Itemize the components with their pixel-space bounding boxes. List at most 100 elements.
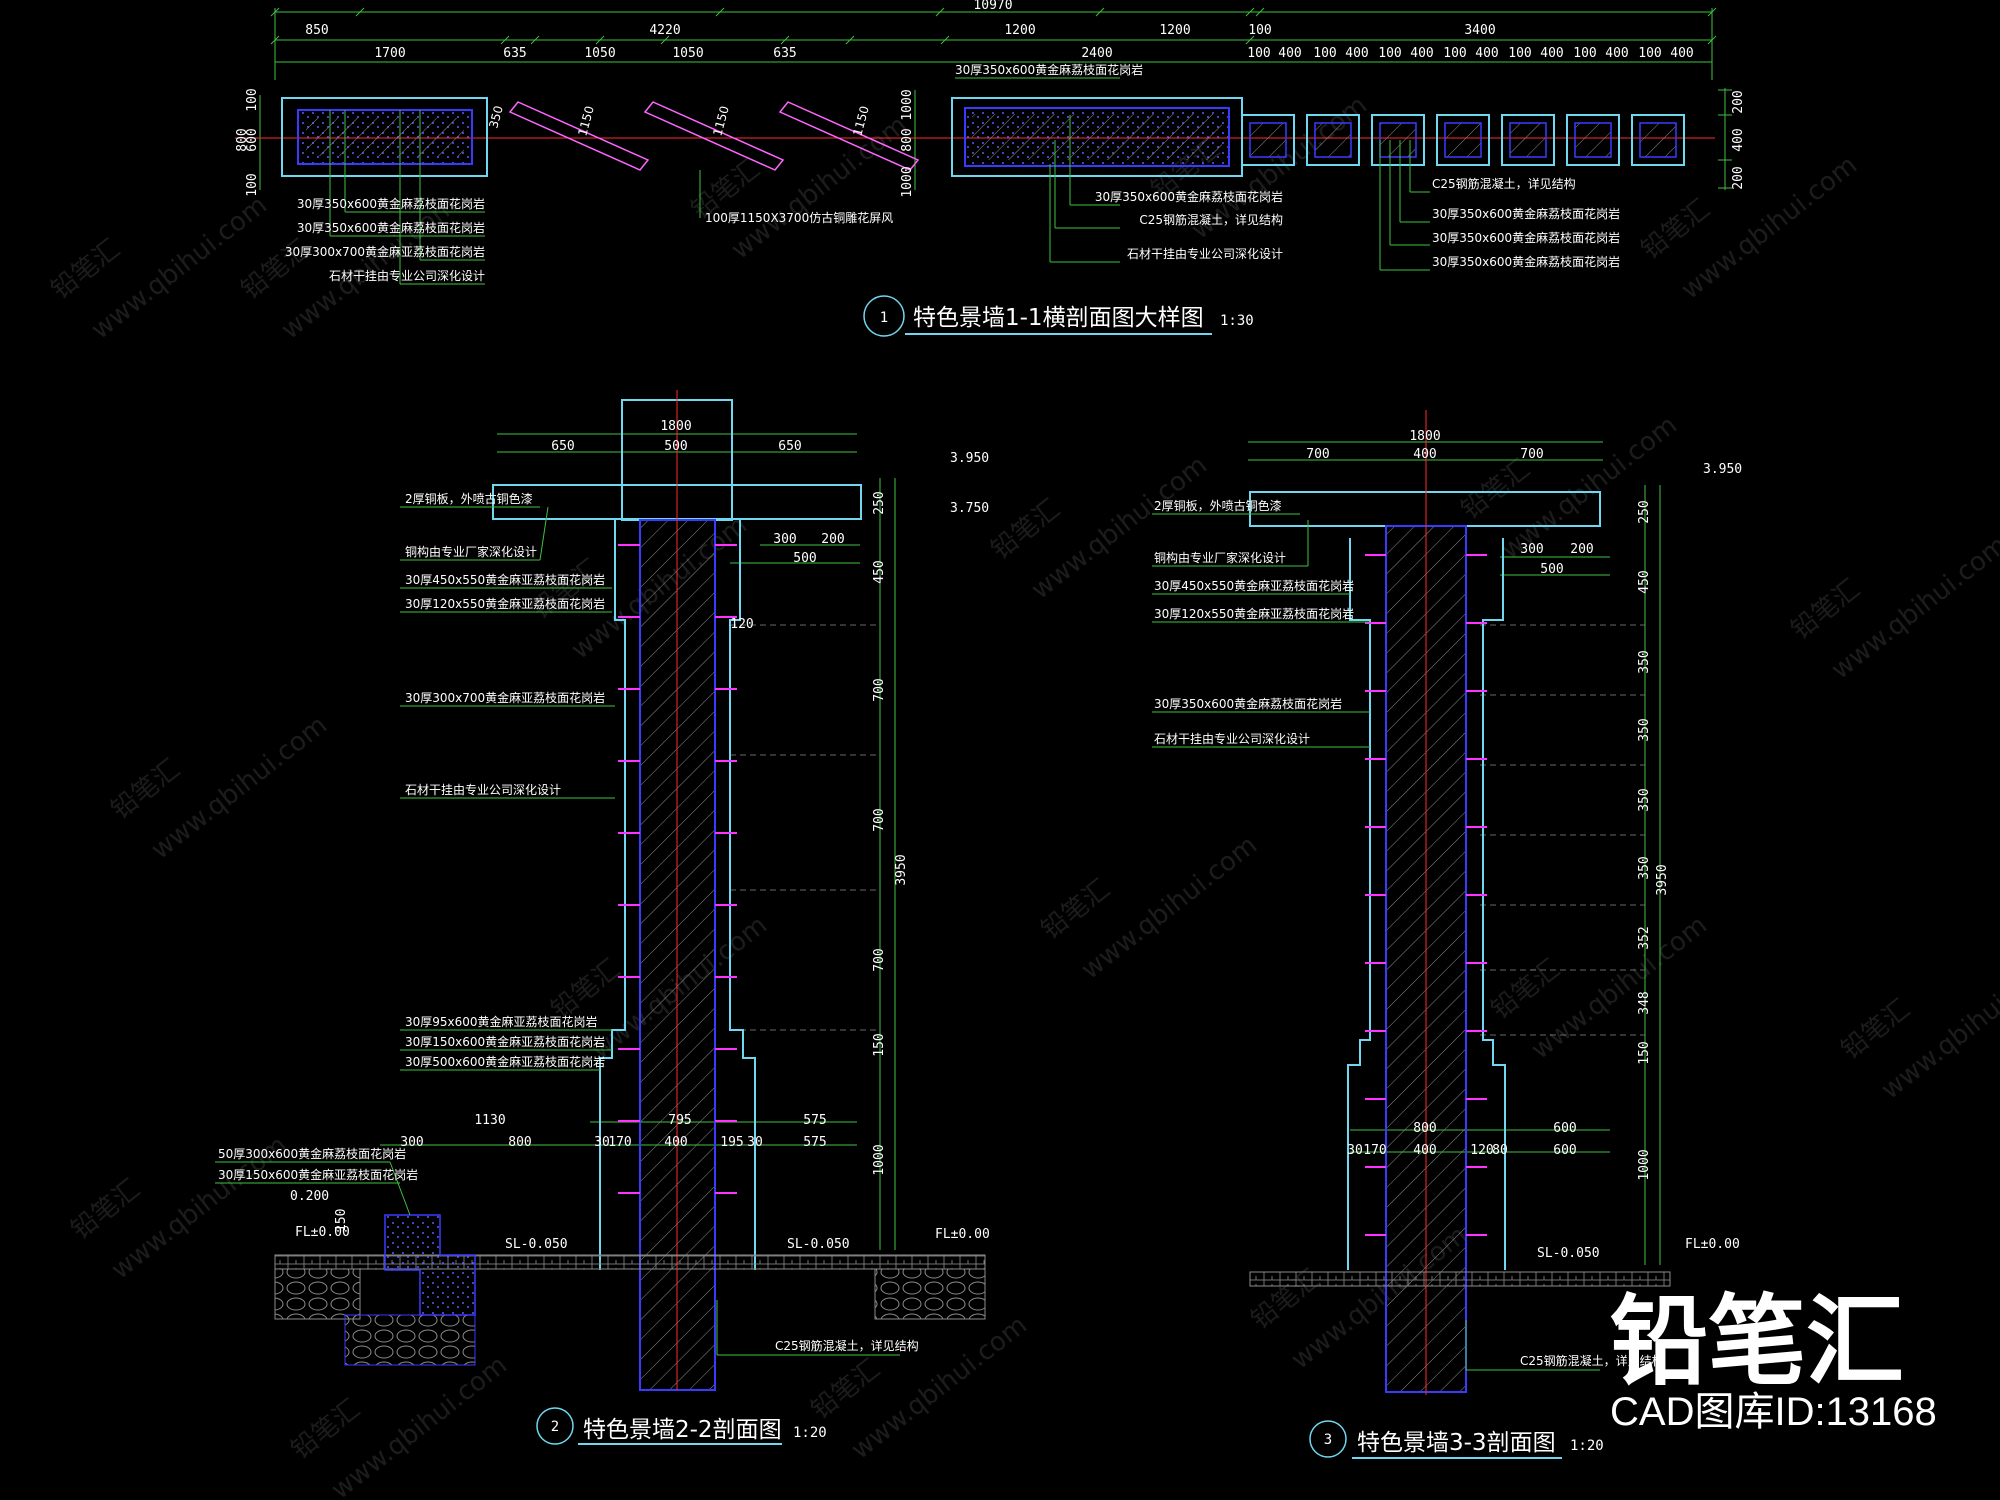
section2-base-dim: 195 (720, 1135, 743, 1150)
dim-tick (660, 35, 670, 45)
section1-screen-tag: 350 (486, 104, 505, 130)
section1-pillar (1631, 114, 1685, 166)
dim-row1-text: 1200 (1004, 23, 1035, 38)
section3-ground-label: SL-0.050 (1537, 1246, 1600, 1261)
section2-top-part: 500 (664, 439, 687, 454)
section1-left-dim: 100 (245, 88, 260, 111)
section3-base-dim: 170 (1363, 1143, 1386, 1158)
section3-note: 铜构由专业厂家深化设计 (1154, 550, 1286, 565)
section2-notes: 2厚铜板，外喷古铜色漆铜构由专业厂家深化设计30厚450x550黄金麻亚荔枝面花… (218, 491, 919, 1353)
section3-top-part: 700 (1520, 447, 1543, 462)
section2-left-cladding (599, 520, 626, 1270)
section1-note-screen: 100厚1150X3700仿古铜雕花屏风 (705, 210, 893, 225)
section1-title: 特色景墙1-1横剖面图大样图 (913, 305, 1204, 331)
dim-tick (1707, 35, 1717, 45)
screen-panel-2 (643, 101, 785, 171)
section2-ground-label: SL-0.050 (787, 1237, 850, 1252)
section1-title-bubble (863, 295, 905, 337)
dim-row1-text: 1200 (1159, 23, 1190, 38)
section1-right-dim: 200 (1731, 166, 1746, 189)
section2-ground-label: SL-0.050 (505, 1237, 568, 1252)
dim-row2-text: 635 (503, 46, 526, 61)
section1-right-dim: 400 (1731, 128, 1746, 151)
section2-title-bubble (536, 1407, 574, 1445)
section1-pillar-core (1509, 122, 1547, 158)
section1-dimension-ticks (270, 7, 1717, 45)
section1-dimension-lines (259, 8, 1732, 190)
dim-row2-text: 2400 (1081, 46, 1112, 61)
dim-row2-text: 1050 (584, 46, 615, 61)
section3-scale: 1:20 (1570, 1438, 1604, 1454)
section2-right-dim: 450 (872, 560, 887, 583)
dim-tick (940, 35, 950, 45)
section1-pillar (1566, 114, 1620, 166)
section3-base-dim: 600 (1553, 1143, 1576, 1158)
section2-right-dim: 700 (872, 948, 887, 971)
section2-right-dim: 1000 (872, 1144, 887, 1175)
section3-leaders (1152, 513, 1600, 1371)
section1-note-left: 30厚300x700黄金麻亚荔枝面花岗岩 (285, 244, 485, 259)
section3-number: 3 (1324, 1432, 1332, 1448)
section3-base-dim: 30 (1347, 1143, 1363, 1158)
section3-cap-dim: 300 (1520, 542, 1543, 557)
section1-pillar (1306, 114, 1360, 166)
section1-right-dim: 200 (1731, 90, 1746, 113)
brand-logo-text: 铅笔汇 (1610, 1285, 1904, 1399)
section1-pillar (1501, 114, 1555, 166)
section3-base-dim: 120 (1470, 1143, 1493, 1158)
section2-note: 2厚铜板，外喷古铜色漆 (405, 491, 533, 506)
section1-mid-dim: 1000 (900, 89, 915, 120)
dim-row1-text: 850 (305, 23, 328, 38)
dim-tick (1255, 7, 1265, 17)
section1-left-hatch (306, 118, 464, 156)
section1-left-dim: 100 (245, 173, 260, 196)
section2-step-base (344, 1314, 476, 1366)
dim-row2-text: 100 (1313, 46, 1336, 61)
section3-note: 30厚120x550黄金麻亚荔枝面花岗岩 (1154, 606, 1354, 621)
section2-right-gravel (874, 1268, 986, 1320)
section3-top-part: 700 (1306, 447, 1329, 462)
section1-note-top: 30厚350x600黄金麻荔枝面花岗岩 (955, 62, 1143, 77)
section2-note: 30厚150x600黄金麻亚荔枝面花岗岩 (218, 1167, 418, 1182)
section3-right-dim: 352 (1637, 926, 1652, 949)
section1-left-dim: 600 (245, 128, 260, 151)
section1-note-left: 30厚350x600黄金麻荔枝面花岗岩 (297, 220, 485, 235)
dim-tick (1707, 7, 1717, 17)
section2-base-dim: 400 (664, 1135, 687, 1150)
section2-anchors (618, 544, 737, 1194)
section2-right-total: 3950 (894, 854, 909, 885)
dim-tick (270, 7, 280, 17)
section2-base-dim: 1130 (474, 1113, 505, 1128)
section1-scale: 1:30 (1220, 313, 1254, 329)
section2-right-cladding (729, 520, 756, 1270)
section3-top-total: 1800 (1409, 429, 1440, 444)
section2-base-dim: 575 (803, 1135, 826, 1150)
section3-right-dim: 150 (1637, 1041, 1652, 1064)
section2-top-part: 650 (551, 439, 574, 454)
dim-row2-text: 400 (1670, 46, 1693, 61)
section1-note-left: 石材干挂由专业公司深化设计 (329, 268, 485, 283)
section2-cap-dim: 500 (793, 551, 816, 566)
section2-note: 30厚150x600黄金麻亚荔枝面花岗岩 (405, 1034, 605, 1049)
dim-row2-text: 400 (1605, 46, 1628, 61)
section3-level: 3.950 (1703, 462, 1742, 477)
section3-cap-dim: 500 (1540, 562, 1563, 577)
dim-row1-text: 4220 (649, 23, 680, 38)
section2-right-dim: 150 (872, 1033, 887, 1056)
section1-pillar-core (1444, 122, 1482, 158)
section1-mid-dim: 800 (900, 128, 915, 151)
section2-note: 30厚500x600黄金麻亚荔枝面花岗岩 (405, 1054, 605, 1069)
section2-left-gravel (274, 1268, 361, 1320)
dim-tick (595, 35, 605, 45)
screen-panel-1 (508, 101, 650, 171)
dim-row2-text: 400 (1278, 46, 1301, 61)
section3-right-dim: 350 (1637, 788, 1652, 811)
dim-row2-text: 100 (1573, 46, 1596, 61)
dim-row2-text: 100 (1378, 46, 1401, 61)
section2-right-dim: 700 (872, 808, 887, 831)
dim-row2-text: 1050 (672, 46, 703, 61)
section2-cap-dim: 200 (821, 532, 844, 547)
